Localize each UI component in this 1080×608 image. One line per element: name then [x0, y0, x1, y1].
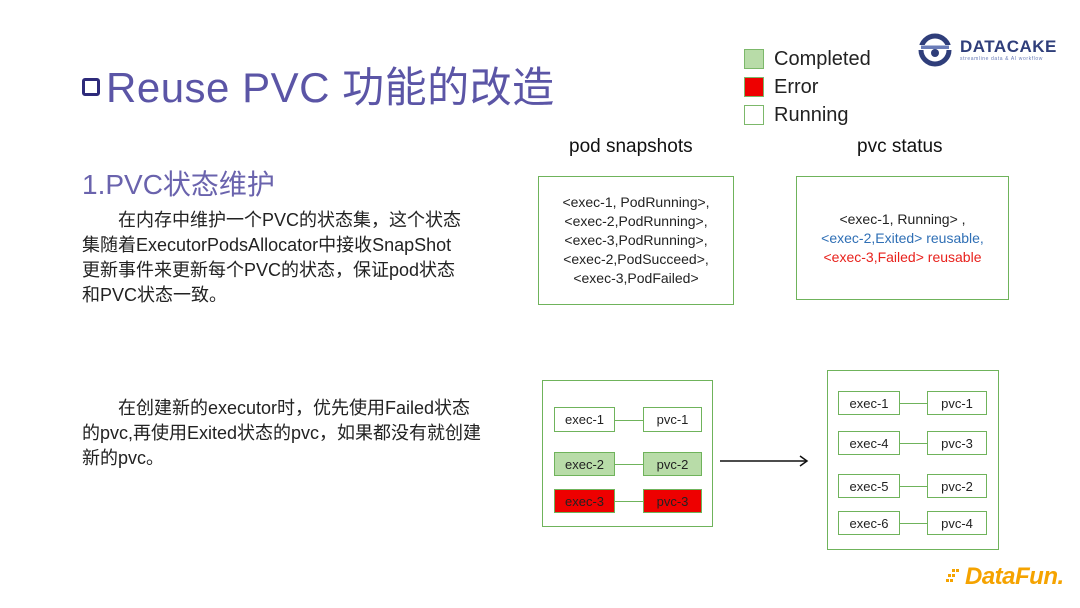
pvc-status-line: <exec-2,Exited> reusable, — [821, 229, 984, 246]
slide-title-text: Reuse PVC 功能的改造 — [106, 64, 555, 111]
legend-label: Running — [774, 103, 849, 126]
legend-item-completed: Completed — [744, 45, 871, 73]
exec-chip: exec-5 — [838, 474, 900, 498]
exec-pvc-link — [900, 486, 927, 487]
description-paragraph: 在内存中维护一个PVC的状态集，这个状态集随着ExecutorPodsAlloc… — [82, 210, 462, 305]
exec-pvc-link — [615, 420, 643, 421]
snapshot-line: <exec-2,PodSucceed>, — [563, 251, 709, 267]
pvc-chip: pvc-3 — [927, 431, 987, 455]
pvc-status-line: <exec-1, Running> , — [839, 210, 966, 227]
legend-label: Completed — [774, 47, 871, 70]
datafun-mark-icon — [946, 569, 959, 582]
snapshot-line: <exec-1, PodRunning>, — [562, 194, 710, 210]
pvc-chip: pvc-4 — [927, 511, 987, 535]
legend-item-running: Running — [744, 101, 871, 129]
datacake-logo-text: DATACAKE — [960, 37, 1057, 56]
exec-pvc-link — [900, 403, 927, 404]
exec-chip-error: exec-3 — [554, 489, 615, 513]
exec-chip: exec-6 — [838, 511, 900, 535]
legend-item-error: Error — [744, 73, 871, 101]
legend: Completed Error Running — [744, 45, 871, 129]
exec-pvc-link — [900, 443, 927, 444]
transition-arrow-icon — [720, 455, 809, 467]
pod-snapshots-title: pod snapshots — [569, 136, 693, 157]
datacake-mark-icon — [918, 33, 952, 67]
pvc-status-box: <exec-1, Running> , <exec-2,Exited> reus… — [796, 176, 1009, 300]
exec-chip: exec-1 — [554, 407, 615, 432]
exec-pvc-link — [615, 501, 643, 502]
pvc-chip-completed: pvc-2 — [643, 452, 702, 476]
pvc-chip: pvc-1 — [927, 391, 987, 415]
pod-snapshots-box: <exec-1, PodRunning>, <exec-2,PodRunning… — [538, 176, 734, 305]
pvc-chip-error: pvc-3 — [643, 489, 702, 513]
allocation-paragraph: 在创建新的executor时，优先使用Failed状态的pvc,再使用Exite… — [82, 398, 482, 468]
pvc-chip: pvc-1 — [643, 407, 702, 432]
snapshot-line: <exec-3,PodRunning>, — [564, 232, 708, 248]
legend-swatch-running — [744, 105, 764, 125]
legend-label: Error — [774, 75, 819, 98]
pvc-status-line: <exec-3,Failed> reusable — [823, 248, 982, 265]
datacake-logo: DATACAKE streamline data & AI workflow — [918, 33, 1057, 67]
exec-pvc-link — [900, 523, 927, 524]
datacake-logo-tagline: streamline data & AI workflow — [960, 56, 1043, 62]
exec-pvc-link — [615, 464, 643, 465]
legend-swatch-error — [744, 77, 764, 97]
snapshot-line: <exec-2,PodRunning>, — [564, 213, 708, 229]
slide-title: Reuse PVC 功能的改造 — [82, 54, 555, 115]
exec-chip-completed: exec-2 — [554, 452, 615, 476]
bullet-square-icon — [82, 77, 100, 96]
exec-chip: exec-4 — [838, 431, 900, 455]
pvc-chip: pvc-2 — [927, 474, 987, 498]
datafun-logo: DataFun. — [946, 563, 1064, 591]
section-title: 1.PVC状态维护 — [82, 169, 275, 200]
pvc-status-title: pvc status — [857, 136, 943, 157]
datafun-logo-text: DataFun. — [965, 563, 1064, 590]
snapshot-line: <exec-3,PodFailed> — [573, 270, 699, 286]
exec-chip: exec-1 — [838, 391, 900, 415]
legend-swatch-completed — [744, 49, 764, 69]
